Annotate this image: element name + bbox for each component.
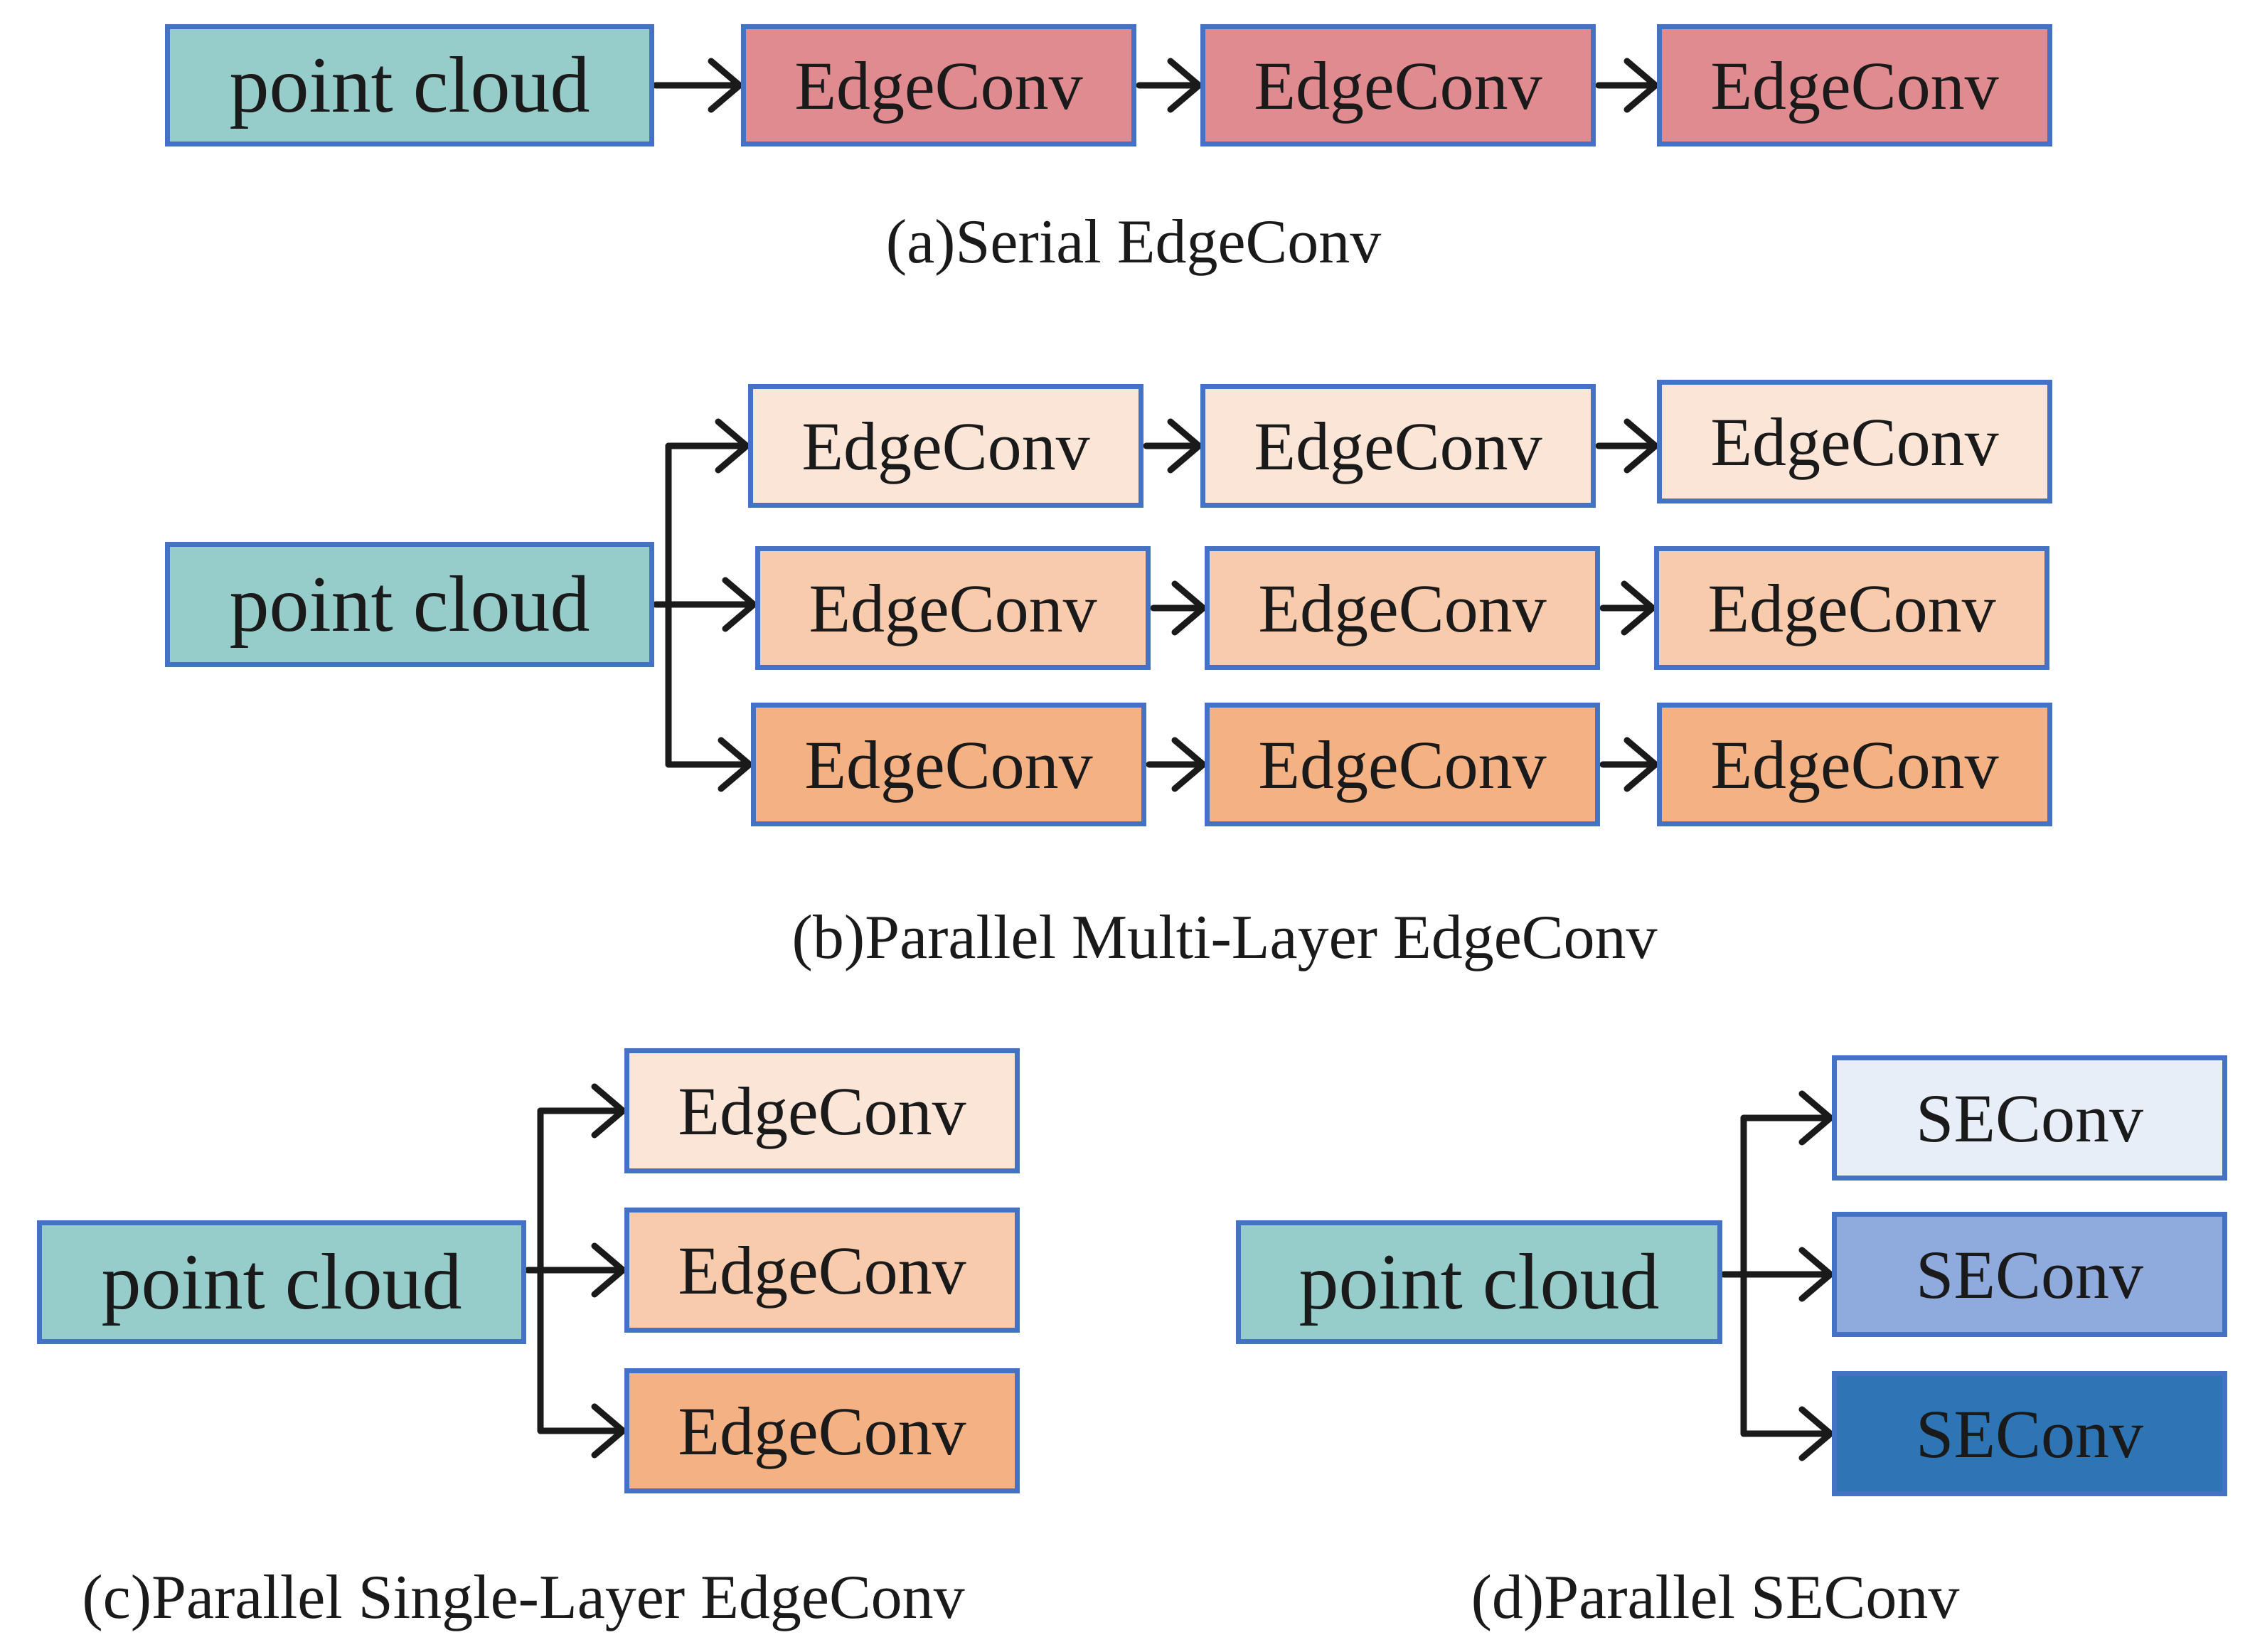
arrow-head-12 bbox=[1623, 737, 1659, 792]
arrow-head-8 bbox=[1623, 418, 1659, 474]
panel-c-point-cloud: point cloud bbox=[37, 1220, 526, 1344]
arrow-head-13 bbox=[591, 1242, 627, 1298]
caption-a: (a)Serial EdgeConv bbox=[885, 208, 1382, 277]
arrow-head-5 bbox=[715, 418, 750, 474]
panel-a-edgeconv-2: EdgeConv bbox=[1200, 24, 1596, 146]
arrow-head-4 bbox=[722, 577, 757, 632]
caption-b: (b)Parallel Multi-Layer EdgeConv bbox=[791, 903, 1658, 972]
panel-a-edgeconv-3: EdgeConv bbox=[1657, 24, 2052, 146]
arrow-head-10 bbox=[1621, 580, 1656, 636]
arrow-head-16 bbox=[1798, 1247, 1834, 1302]
panel-a-edgeconv-1: EdgeConv bbox=[741, 24, 1136, 146]
panel-d-seconv-3: SEConv bbox=[1832, 1371, 2227, 1496]
caption-c: (c)Parallel Single-Layer EdgeConv bbox=[82, 1563, 965, 1632]
arrow-head-9 bbox=[1171, 580, 1207, 636]
arrow-head-17 bbox=[1798, 1090, 1834, 1146]
arrow-head-15 bbox=[591, 1403, 627, 1459]
panel-c-edgeconv-3: EdgeConv bbox=[624, 1368, 1020, 1493]
panel-b-row3-edgeconv-3: EdgeConv bbox=[1657, 703, 2052, 826]
arrow-head-14 bbox=[591, 1083, 627, 1139]
panel-d-seconv-1: SEConv bbox=[1832, 1055, 2227, 1181]
panel-b-row2-edgeconv-3: EdgeConv bbox=[1654, 546, 2049, 670]
panel-b-row3-edgeconv-2: EdgeConv bbox=[1205, 703, 1600, 826]
panel-d-point-cloud: point cloud bbox=[1236, 1220, 1722, 1344]
panel-b-row1-edgeconv-3: EdgeConv bbox=[1657, 380, 2052, 503]
panel-b-point-cloud: point cloud bbox=[165, 542, 654, 667]
panel-a-point-cloud: point cloud bbox=[165, 24, 654, 146]
panel-b-row2-edgeconv-1: EdgeConv bbox=[755, 546, 1151, 670]
arrow-head-3 bbox=[1623, 58, 1659, 113]
panel-b-row1-edgeconv-2: EdgeConv bbox=[1200, 384, 1596, 508]
arrow-head-1 bbox=[708, 58, 743, 113]
arrow-head-6 bbox=[718, 737, 753, 792]
panel-d-seconv-2: SEConv bbox=[1832, 1212, 2227, 1337]
arrow-head-18 bbox=[1798, 1406, 1834, 1461]
arrow-head-11 bbox=[1171, 737, 1207, 792]
caption-d: (d)Parallel SEConv bbox=[1471, 1563, 1960, 1632]
panel-b-row1-edgeconv-1: EdgeConv bbox=[748, 384, 1143, 508]
panel-c-edgeconv-2: EdgeConv bbox=[624, 1208, 1020, 1333]
panel-c-edgeconv-1: EdgeConv bbox=[624, 1048, 1020, 1173]
panel-b-row2-edgeconv-2: EdgeConv bbox=[1205, 546, 1600, 670]
arrow-head-2 bbox=[1167, 58, 1203, 113]
panel-b-row3-edgeconv-1: EdgeConv bbox=[751, 703, 1146, 826]
arrow-head-7 bbox=[1167, 418, 1203, 474]
